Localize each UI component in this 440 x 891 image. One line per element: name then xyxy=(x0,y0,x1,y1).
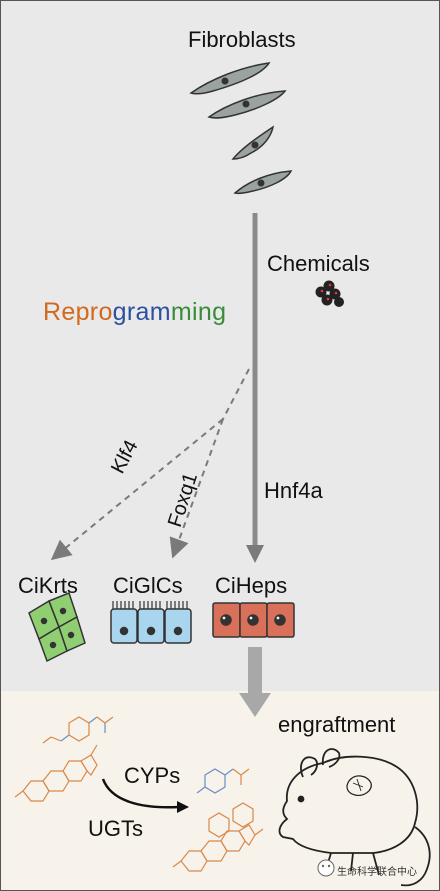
ciglcs-label: CiGlCs xyxy=(113,573,183,598)
reprogramming-letter: m xyxy=(149,298,171,326)
reprogramming-letter: e xyxy=(61,298,76,326)
glandular-cells xyxy=(110,601,192,644)
watermark-label: 生命科学联合中心 xyxy=(337,867,417,878)
reprogramming-letter: a xyxy=(135,298,150,326)
fibroblast-cell-2 xyxy=(207,90,287,119)
fibroblast-cell-3 xyxy=(231,125,275,160)
mouse-illustration xyxy=(278,748,431,887)
product-molecule xyxy=(196,768,250,794)
conjugate-molecule xyxy=(172,802,264,872)
reprogramming-letter: i xyxy=(192,298,198,326)
foxq1-dashed-arrow xyxy=(169,418,224,559)
cikrts-label: CiKrts xyxy=(18,573,78,598)
reprogramming-letter: r xyxy=(89,298,99,326)
main-reprogramming-arrow xyxy=(246,213,264,563)
reprogramming-letter: n xyxy=(197,298,213,326)
chemicals-icon xyxy=(315,280,344,307)
keratinocyte-cells xyxy=(28,592,86,663)
reprogramming-letter: m xyxy=(170,298,193,326)
fibroblasts-label: Fibroblasts xyxy=(188,27,296,52)
hnf4a-label: Hnf4a xyxy=(264,478,323,503)
hepatocyte-cells xyxy=(212,602,295,638)
klf4-dashed-arrow xyxy=(50,368,250,561)
engraftment-arrow xyxy=(239,647,271,717)
fibroblast-cell-1 xyxy=(189,62,271,95)
reprogramming-label: Reprogramming xyxy=(43,298,226,327)
chemicals-label: Chemicals xyxy=(267,251,370,276)
metabolism-arrow xyxy=(101,778,189,813)
ugts-label: UGTs xyxy=(88,816,143,841)
watermark-icon xyxy=(317,859,335,877)
reprogramming-letter: o xyxy=(98,298,113,326)
cyps-label: CYPs xyxy=(124,763,181,788)
fibroblast-cell-4 xyxy=(233,170,293,195)
reprogramming-letter: R xyxy=(43,298,62,326)
reprogramming-letter: p xyxy=(75,298,90,326)
reprogramming-letter: g xyxy=(112,298,127,326)
steroid-molecule-left xyxy=(14,744,98,802)
reprogramming-letter: g xyxy=(212,298,227,326)
engraftment-label: engraftment xyxy=(278,712,396,737)
substrate-molecule-top xyxy=(42,716,114,744)
reprogramming-letter: r xyxy=(126,298,136,326)
ciheps-label: CiHeps xyxy=(215,573,288,598)
